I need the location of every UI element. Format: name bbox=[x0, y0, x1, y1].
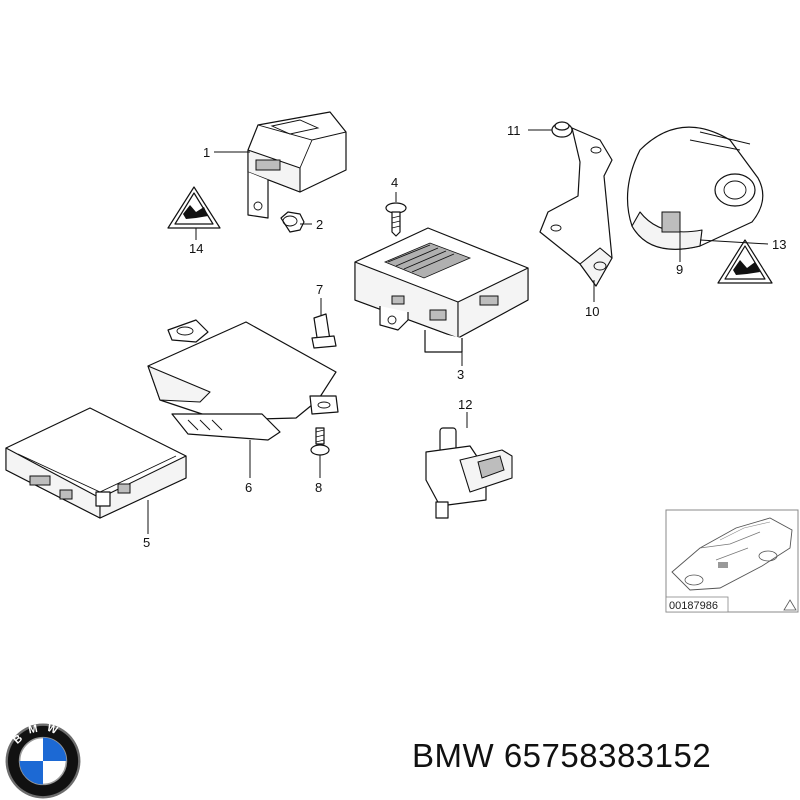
part-12-switch bbox=[425, 427, 513, 519]
footer-part-number: 65758383152 bbox=[503, 737, 712, 774]
part-3-control-unit bbox=[354, 227, 529, 353]
vehicle-reference-thumbnail: 00187986 bbox=[665, 509, 799, 613]
part-10-bracket bbox=[539, 127, 613, 287]
callout-2: 2 bbox=[316, 217, 323, 232]
car-outline-icon bbox=[671, 517, 793, 591]
part-8-screw bbox=[310, 427, 330, 456]
part-2-nut bbox=[280, 211, 305, 233]
callout-4: 4 bbox=[391, 175, 398, 190]
part-14-warning-label bbox=[167, 186, 221, 229]
bmw-logo-icon: BMW bbox=[5, 722, 81, 799]
part-9-horn bbox=[626, 126, 764, 250]
footer-brand: BMW bbox=[412, 737, 495, 774]
callout-11: 11 bbox=[507, 123, 521, 138]
part-13-warning-label bbox=[717, 239, 773, 284]
callout-labels: 1 2 3 4 5 6 7 8 9 10 11 12 13 14 bbox=[143, 123, 786, 550]
callout-13: 13 bbox=[772, 237, 786, 252]
leader-lines bbox=[147, 129, 769, 534]
part-4-screw bbox=[385, 202, 407, 237]
small-warning-triangle-icon bbox=[783, 599, 797, 611]
part-5-control-module bbox=[5, 407, 187, 519]
callout-5: 5 bbox=[143, 535, 150, 550]
part-7-clip bbox=[311, 313, 337, 349]
callout-6: 6 bbox=[245, 480, 252, 495]
callout-8: 8 bbox=[315, 480, 322, 495]
footer-part-label: BMW 65758383152 bbox=[412, 737, 711, 775]
callout-10: 10 bbox=[585, 304, 599, 319]
footer-separator bbox=[494, 737, 504, 774]
thumbnail-frame bbox=[665, 509, 799, 613]
part-6-bracket bbox=[147, 319, 339, 441]
part-1-relay-module bbox=[247, 111, 347, 219]
callout-14: 14 bbox=[189, 241, 203, 256]
part-11-grommet bbox=[551, 121, 573, 138]
callout-9: 9 bbox=[676, 262, 683, 277]
callout-1: 1 bbox=[203, 145, 210, 160]
callout-7: 7 bbox=[316, 282, 323, 297]
callout-12: 12 bbox=[458, 397, 472, 412]
callout-3: 3 bbox=[457, 367, 464, 382]
reference-code: 00187986 bbox=[669, 600, 718, 612]
